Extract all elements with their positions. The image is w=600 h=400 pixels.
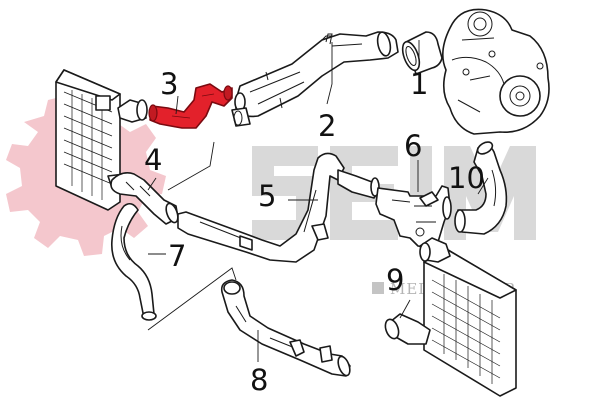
callout-5: 5	[258, 179, 276, 213]
part-7-flex-hose	[110, 202, 157, 321]
leader-lines	[147, 40, 489, 362]
callout-7: 7	[168, 239, 186, 273]
part-5-bent-pipe	[177, 152, 380, 263]
callout-4: 4	[144, 143, 162, 177]
part-2-intake-pipe	[231, 31, 399, 127]
callout-10: 10	[448, 161, 485, 195]
callout-3: 3	[160, 67, 178, 101]
part-9-intercooler-right	[384, 237, 517, 397]
part-1-coupling-sleeve	[401, 31, 443, 75]
callouts: 1 2 3 4 5 6 7 8 9 10	[144, 67, 485, 397]
callout-1: 1	[410, 67, 428, 101]
watermark-square-icon	[372, 282, 384, 294]
callout-9: 9	[386, 263, 404, 297]
callout-6: 6	[404, 129, 422, 163]
turbocharger	[442, 8, 550, 135]
callout-2: 2	[318, 109, 336, 143]
part-6-t-fitting	[375, 185, 452, 249]
part-8-lower-pipe	[220, 279, 351, 377]
callout-8: 8	[250, 363, 268, 397]
part-10-curved-hose	[454, 141, 508, 235]
part-3-hose-highlighted	[148, 83, 233, 129]
